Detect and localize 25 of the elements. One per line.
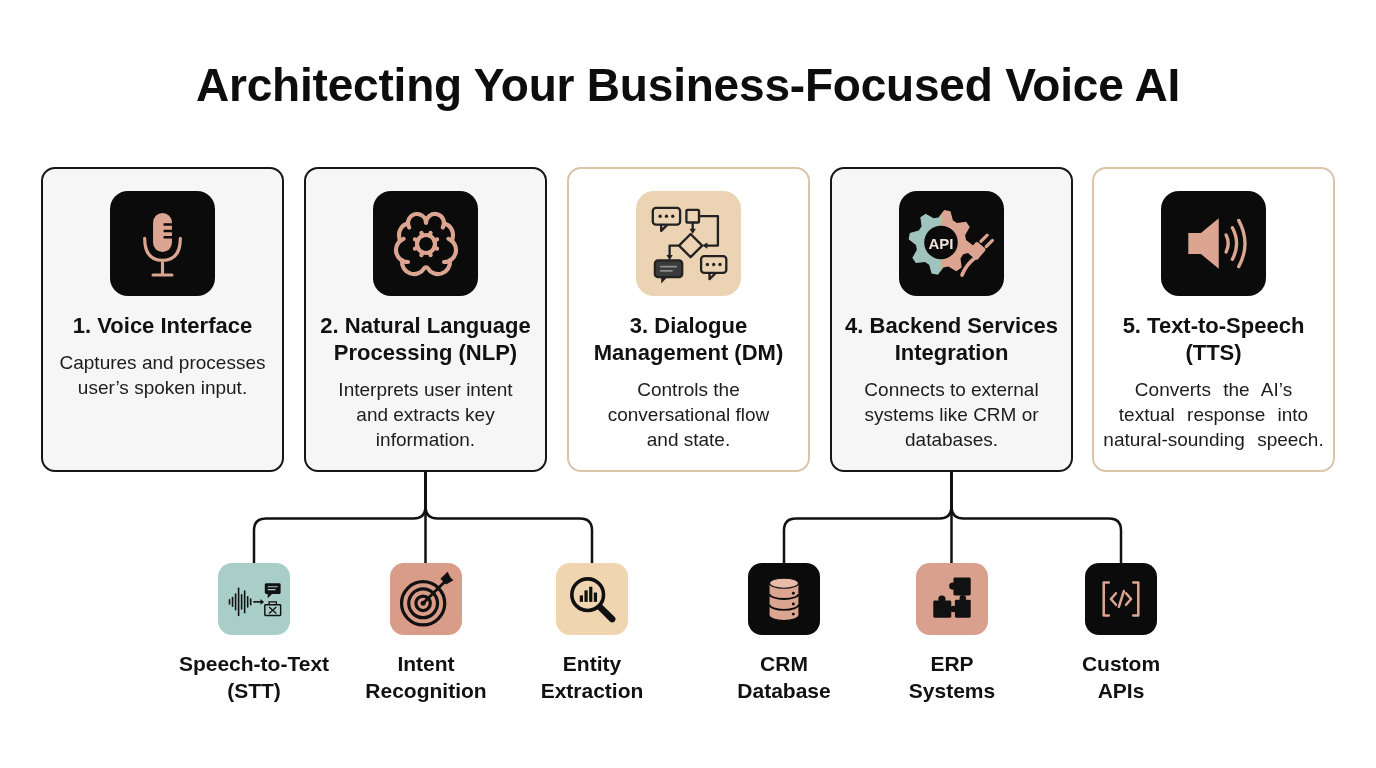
card-description: Converts the AI’s textual response into natural-sounding speech.	[1102, 378, 1325, 452]
component-card	[1092, 167, 1335, 472]
card-title: 1. Voice Interface	[72, 312, 253, 339]
card-description: Captures and processes user’s spoken input.	[58, 351, 267, 400]
card-title: 5. Text-to-Speech (TTS)	[1121, 312, 1306, 366]
connector-line	[424, 472, 594, 563]
card-title: 3. Dialogue Management (DM)	[592, 312, 785, 366]
card-description: Interprets user intent and extracts key information.	[337, 378, 514, 452]
component-card	[830, 167, 1073, 472]
subcomponent-label: CRM Database	[736, 651, 832, 704]
subcomponent-label: Custom APIs	[1080, 651, 1162, 704]
subcomponent-label: ERP Systems	[907, 651, 997, 704]
component-card	[41, 167, 284, 472]
subcomponent-label: Intent Recognition	[364, 651, 488, 704]
subcomponent-label: Speech-to-Text (STT)	[177, 651, 331, 704]
card-title: 4. Backend Services Integration	[844, 312, 1059, 366]
card-title: 2. Natural Language Processing (NLP)	[319, 312, 532, 366]
card-description: Connects to external systems like CRM or databases.	[863, 378, 1040, 452]
page-title: Architecting Your Business-Focused Voice AI	[196, 58, 1180, 112]
component-card	[567, 167, 810, 472]
subcomponent-label: Entity Extraction	[539, 651, 645, 704]
connector-line	[950, 472, 1123, 563]
icon-text: API	[928, 234, 954, 252]
component-card	[304, 167, 547, 472]
card-description: Controls the conversational flow and state.	[606, 378, 771, 452]
